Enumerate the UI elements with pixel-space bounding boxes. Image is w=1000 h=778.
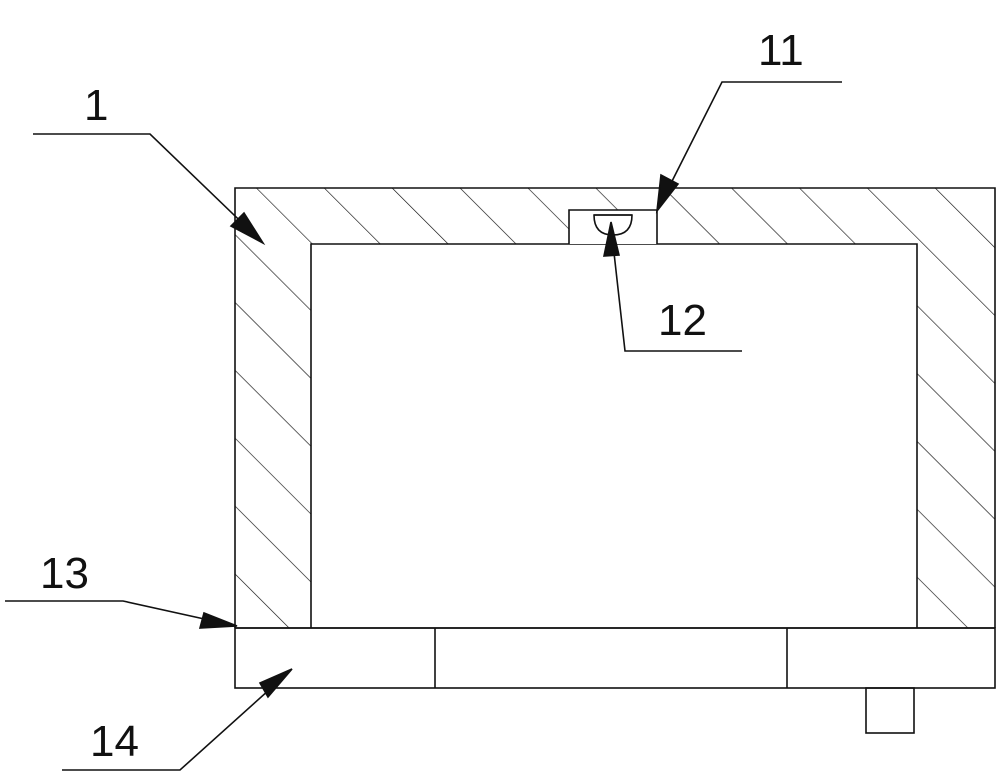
leader-lines — [5, 81, 842, 771]
arrow-housing — [229, 211, 266, 246]
label-slot: 11 — [758, 26, 804, 75]
label-base: 14 — [90, 717, 139, 766]
arrow-lamp — [603, 221, 621, 257]
base — [234, 627, 996, 734]
label-lamp: 12 — [658, 296, 707, 345]
bottom-foot — [865, 687, 915, 734]
arrow-base-plate — [198, 611, 238, 629]
label-housing: 1 — [84, 81, 108, 130]
arrow-slot — [655, 173, 680, 214]
label-base-plate: 13 — [40, 549, 89, 598]
arrow-base — [258, 668, 293, 699]
